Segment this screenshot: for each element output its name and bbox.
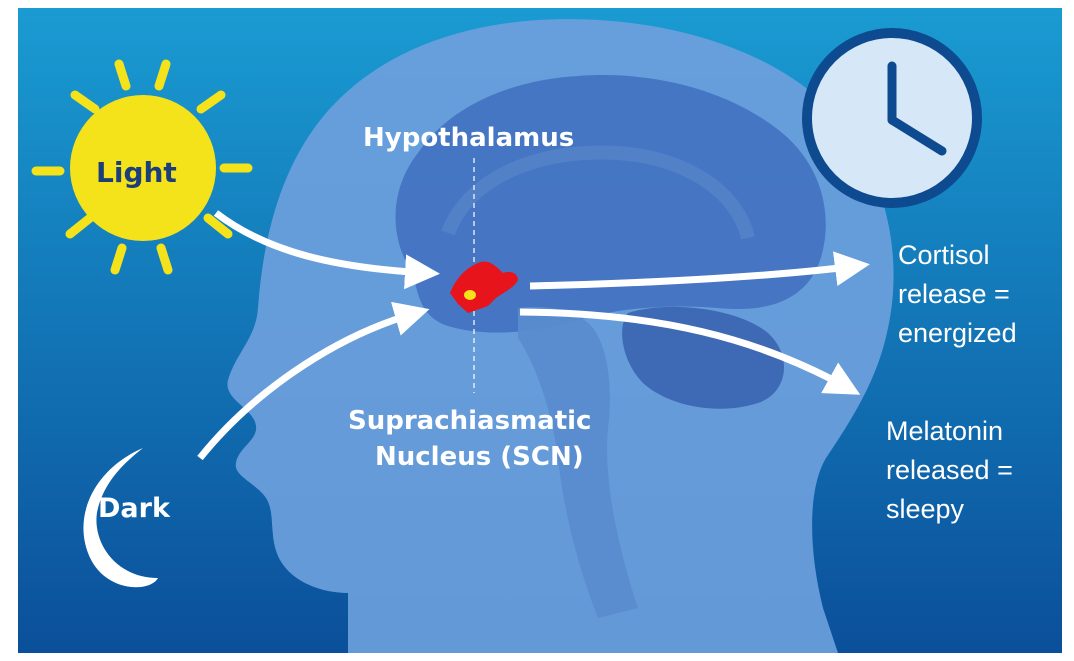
dark-label: Dark — [98, 493, 170, 524]
light-label: Light — [96, 156, 177, 189]
melatonin-label-line1: Melatonin — [886, 416, 1003, 447]
melatonin-label-line2: released = — [886, 455, 1013, 486]
scn-dot — [464, 290, 476, 300]
melatonin-label-line3: sleepy — [886, 494, 964, 525]
diagram-canvas: Light Dark Hypothalamus Suprachiasmatic … — [18, 8, 1062, 653]
scn-label-line2: Nucleus (SCN) — [375, 442, 584, 472]
cortisol-label-line3: energized — [898, 318, 1017, 349]
scn-label-line1: Suprachiasmatic — [348, 406, 591, 436]
hypothalamus-label: Hypothalamus — [363, 123, 574, 153]
clock-icon — [807, 33, 977, 203]
cortisol-label-line1: Cortisol — [898, 240, 990, 271]
cortisol-label-line2: release = — [898, 279, 1010, 310]
